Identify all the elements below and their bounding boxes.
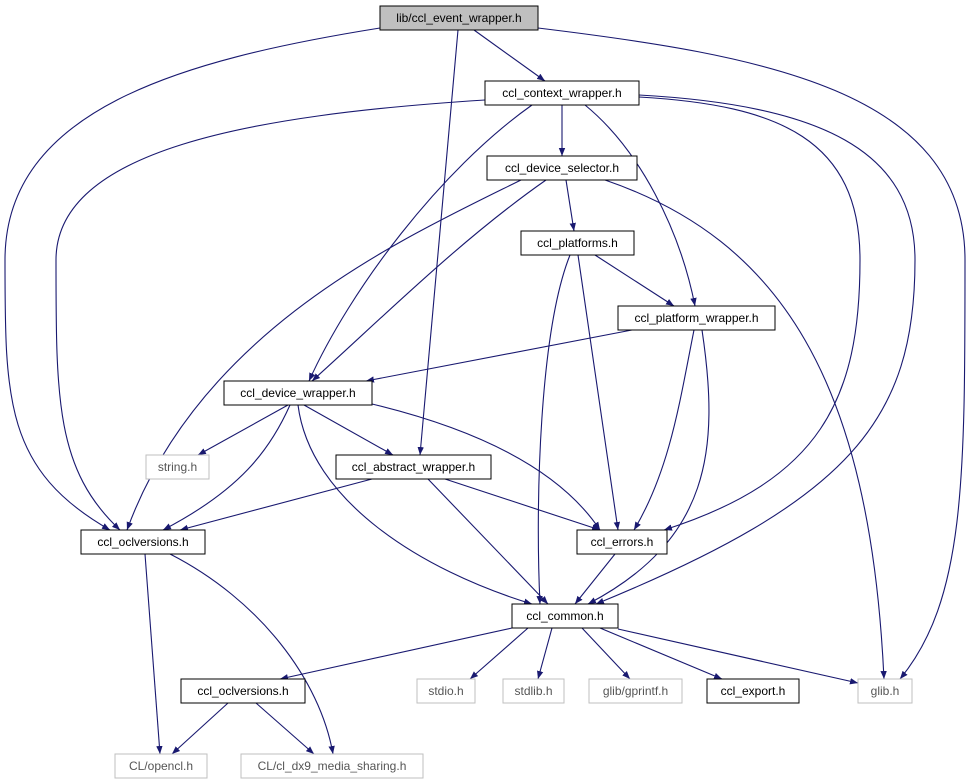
node-box (114, 753, 208, 779)
edge-context-to-device (308, 104, 533, 382)
node-box (617, 305, 776, 331)
nodes-layer: lib/ccl_event_wrapper.h ccl_context_wrapp… (80, 5, 913, 779)
node-export[interactable]: ccl_export.h (706, 678, 800, 704)
edge-context-to-platform (584, 104, 697, 307)
node-label: ccl_oclversions.h (197, 684, 288, 698)
node-box (502, 678, 565, 704)
node-label: lib/ccl_event_wrapper.h (396, 11, 521, 25)
node-box (520, 230, 635, 256)
edge-event-to-abstract (417, 29, 459, 456)
node-box (576, 529, 668, 555)
node-box (240, 753, 424, 779)
edge-platforms-to-platform (594, 254, 675, 307)
node-platforms[interactable]: ccl_platforms.h (520, 230, 635, 256)
node-box (857, 678, 913, 704)
node-label: glib/gprintf.h (603, 684, 668, 698)
edge-common-to-stdlib (537, 627, 553, 680)
node-label: stdlib.h (514, 684, 552, 698)
edge-event-to-context (473, 29, 546, 82)
node-box (379, 5, 539, 31)
node-dx9[interactable]: CL/cl_dx9_media_sharing.h (240, 753, 424, 779)
node-context[interactable]: ccl_context_wrapper.h (484, 80, 640, 106)
edge-oclv1-to-dx9 (169, 553, 335, 755)
node-label: CL/cl_dx9_media_sharing.h (258, 759, 407, 773)
edge-device-to-string (197, 404, 289, 456)
edge-device-to-abstract (303, 404, 394, 456)
node-label: ccl_common.h (526, 609, 603, 623)
edge-device-to-common (297, 404, 533, 605)
edge-device-to-oclv1 (162, 404, 291, 531)
node-label: ccl_platforms.h (537, 236, 618, 250)
node-opencl[interactable]: CL/opencl.h (114, 753, 208, 779)
node-label: stdio.h (428, 684, 463, 698)
node-box (80, 529, 206, 555)
node-platform[interactable]: ccl_platform_wrapper.h (617, 305, 776, 331)
edge-selector-to-oclv1 (126, 179, 522, 531)
node-label: string.h (158, 460, 197, 474)
edge-device-to-errors (371, 403, 601, 531)
node-event[interactable]: lib/ccl_event_wrapper.h (379, 5, 539, 31)
node-common[interactable]: ccl_common.h (511, 603, 619, 629)
node-box (484, 80, 640, 106)
node-selector[interactable]: ccl_device_selector.h (486, 155, 638, 181)
node-errors[interactable]: ccl_errors.h (576, 529, 668, 555)
edge-selector-to-platforms (565, 179, 576, 232)
edge-abstract-to-errors (444, 478, 601, 531)
node-label: ccl_export.h (721, 684, 786, 698)
edge-platform-to-common (587, 329, 710, 605)
node-label: ccl_platform_wrapper.h (634, 311, 758, 325)
node-label: ccl_device_wrapper.h (240, 386, 355, 400)
node-gprintf[interactable]: glib/gprintf.h (588, 678, 683, 704)
node-label: ccl_errors.h (591, 535, 654, 549)
edge-platform-to-device (365, 329, 633, 383)
node-stdio[interactable]: stdio.h (416, 678, 476, 704)
edge-event-to-oclv1 (4, 27, 381, 531)
edge-abstract-to-common (427, 478, 549, 605)
node-box (223, 380, 373, 406)
edge-common-to-gprintf (581, 627, 631, 680)
node-stdlib[interactable]: stdlib.h (502, 678, 565, 704)
edge-errors-to-common (574, 553, 616, 605)
node-oclv2[interactable]: ccl_oclversions.h (180, 678, 306, 704)
node-box (145, 454, 210, 480)
edge-context-to-oclv1 (55, 99, 486, 531)
node-label: ccl_abstract_wrapper.h (352, 460, 475, 474)
edge-selector-to-device (311, 179, 547, 382)
node-device[interactable]: ccl_device_wrapper.h (223, 380, 373, 406)
node-glib[interactable]: glib.h (857, 678, 913, 704)
node-label: ccl_oclversions.h (97, 535, 188, 549)
edge-platforms-to-errors (577, 254, 621, 531)
edge-oclv2-to-dx9 (255, 702, 315, 755)
edge-context-to-common (595, 94, 916, 605)
edges-layer (4, 27, 966, 755)
node-box (486, 155, 638, 181)
edge-context-to-errors (638, 96, 861, 531)
node-abstract[interactable]: ccl_abstract_wrapper.h (335, 454, 492, 480)
edge-platform-to-errors (633, 329, 695, 531)
node-box (511, 603, 619, 629)
node-box (335, 454, 492, 480)
edge-platforms-to-common (536, 254, 571, 605)
node-label: CL/opencl.h (129, 759, 193, 773)
node-label: ccl_device_selector.h (505, 161, 619, 175)
node-string[interactable]: string.h (145, 454, 210, 480)
node-box (588, 678, 683, 704)
node-label: glib.h (871, 684, 900, 698)
edge-common-to-glib (617, 628, 859, 685)
node-box (180, 678, 306, 704)
node-box (416, 678, 476, 704)
edge-selector-to-glib (604, 179, 887, 680)
node-oclv1[interactable]: ccl_oclversions.h (80, 529, 206, 555)
edge-oclv2-to-opencl (171, 702, 229, 755)
edge-oclv1-to-opencl (144, 553, 163, 755)
edge-abstract-to-oclv1 (179, 478, 373, 532)
edge-common-to-stdio (469, 627, 529, 680)
edge-event-to-glib (537, 27, 966, 680)
edge-common-to-oclv2 (279, 627, 513, 681)
node-box (706, 678, 800, 704)
node-label: ccl_context_wrapper.h (502, 86, 621, 100)
edge-common-to-export (599, 627, 723, 680)
